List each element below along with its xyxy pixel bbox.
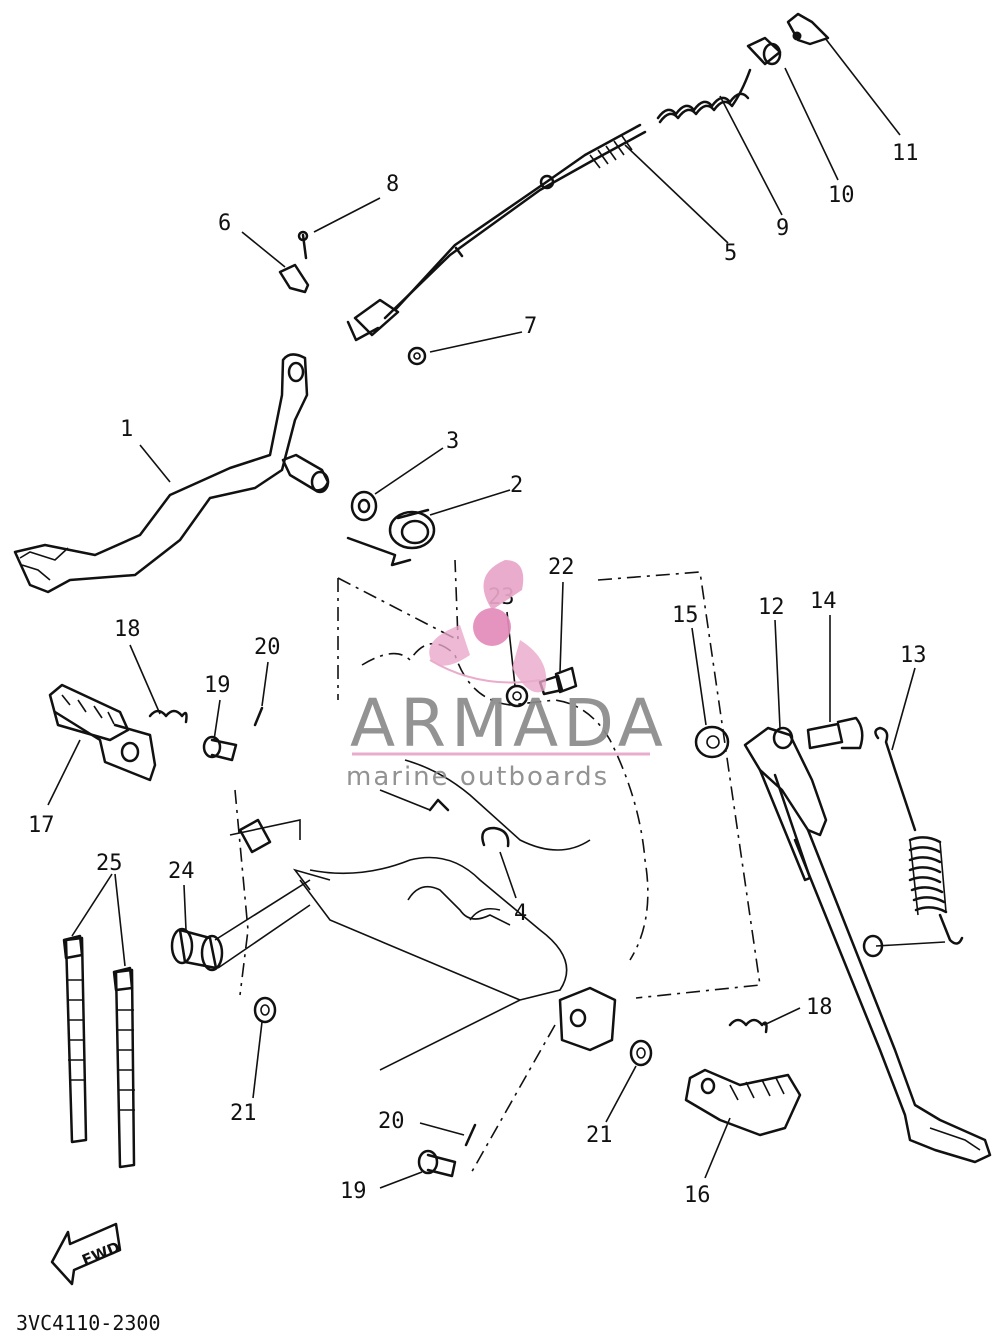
- bolt-14: [806, 716, 864, 750]
- callout-14: 14: [810, 589, 837, 614]
- callout-2: 2: [510, 473, 523, 498]
- circlip-4: [428, 798, 510, 848]
- drawing-code: 3VC4110-2300: [16, 1311, 161, 1335]
- callout-25: 25: [96, 851, 123, 876]
- callout-16: 16: [684, 1183, 711, 1208]
- brake-pedal: [13, 353, 330, 594]
- callout-21-right: 21: [586, 1123, 613, 1148]
- cotter-pin-20-bottom: [464, 1123, 477, 1147]
- footrest-left: [48, 683, 157, 782]
- callout-17: 17: [28, 813, 55, 838]
- nut-23: [505, 684, 529, 708]
- frame-phantom: [229, 559, 761, 1176]
- callout-3: 3: [446, 429, 459, 454]
- cotter-pin-20-left: [253, 706, 264, 727]
- callout-labels: 1 2 3 4 5 6 7 8 9 10 11 12 13 14 15 16 1…: [28, 141, 927, 1208]
- spring-18-left: [148, 709, 188, 724]
- watermark-tagline: marine outboards: [346, 762, 609, 792]
- callout-1: 1: [120, 417, 133, 442]
- callout-22: 22: [548, 555, 575, 580]
- pin-19-bottom: [417, 1149, 457, 1178]
- spring-18-right: [728, 1018, 768, 1034]
- fwd-arrow-label: FWD: [79, 1238, 122, 1269]
- callout-13: 13: [900, 643, 927, 668]
- callout-21-left: 21: [230, 1101, 257, 1126]
- washer-21-right: [629, 1039, 653, 1067]
- pin-6: [278, 263, 310, 294]
- callout-5: 5: [724, 241, 737, 266]
- nut-7: [407, 346, 427, 366]
- wing-nut-11: [786, 12, 830, 46]
- joint-10: [746, 36, 782, 66]
- callout-11: 11: [892, 141, 919, 166]
- callout-12: 12: [758, 595, 785, 620]
- nut-15: [694, 725, 730, 759]
- callout-7: 7: [524, 314, 537, 339]
- callout-18-left: 18: [114, 617, 141, 642]
- callout-19-bottom: 19: [340, 1179, 367, 1204]
- callout-19-left: 19: [204, 673, 231, 698]
- brake-rod: [346, 123, 647, 342]
- pin-19-left: [202, 735, 238, 762]
- callout-4: 4: [514, 901, 527, 926]
- callout-20-bottom: 20: [378, 1109, 405, 1134]
- callout-9: 9: [776, 216, 789, 241]
- callout-10: 10: [828, 183, 855, 208]
- callout-18-right: 18: [806, 995, 833, 1020]
- washer-21-left: [253, 996, 277, 1024]
- sidestand-12: [743, 726, 992, 1164]
- footrest-right: [684, 1068, 802, 1137]
- frame-pivot-bracket: [238, 818, 617, 1052]
- return-spring: [346, 508, 436, 567]
- washer-3: [350, 490, 378, 522]
- callout-8: 8: [386, 172, 399, 197]
- callout-24: 24: [168, 859, 195, 884]
- watermark-brand: ARMADA: [350, 685, 668, 762]
- propeller-icon: [429, 560, 547, 693]
- collar-24: [170, 879, 311, 972]
- callout-20-left: 20: [254, 635, 281, 660]
- fwd-arrow: FWD: [50, 1222, 123, 1286]
- cotter-pin-8: [297, 230, 309, 260]
- callout-6: 6: [218, 211, 231, 236]
- leader-lines: [47, 37, 946, 1189]
- watermark: ARMADA marine outboards: [346, 560, 668, 792]
- callout-15: 15: [672, 603, 699, 628]
- rod-spring-9: [656, 68, 752, 124]
- sidestand-spring-13: [862, 726, 964, 958]
- cable-bands-25: [62, 934, 136, 1169]
